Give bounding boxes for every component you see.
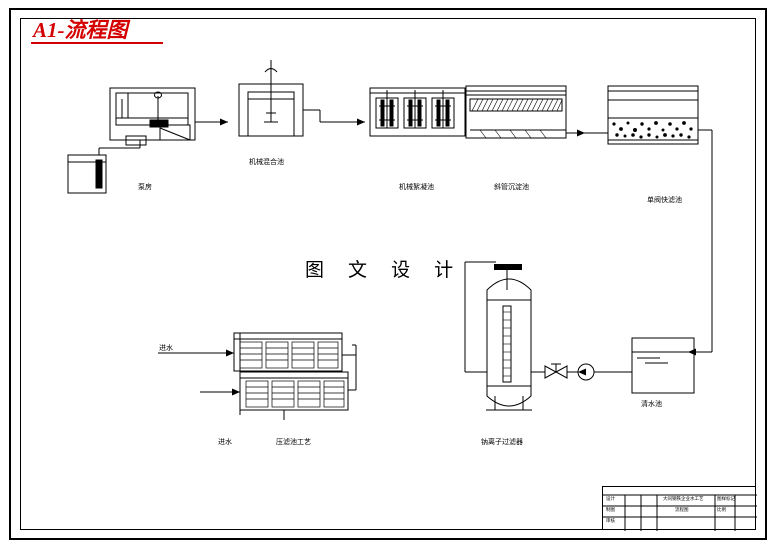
tb-mark-label: 图样标记 [717,497,735,502]
label-pump-station: 泵房 [138,183,152,191]
label-mech-floc: 机械絮凝池 [399,183,434,191]
page-title-underline [31,42,163,44]
tb-project-name: 大同钢铁企业水工艺 [663,497,704,502]
drawing-frame-inner [20,18,756,530]
tb-r0-c1: 设计 [606,497,615,502]
label-activated-carbon: 钠离子过滤器 [481,438,523,446]
tb-drawing-name: 流程图 [675,508,689,513]
page-title: A1-流程图 [33,18,128,42]
title-block: 设计 制图 审核 大同钢铁企业水工艺 流程图 图样标记 比例 [602,486,757,531]
watermark-text: 图 文 设 计 [305,259,463,281]
label-grit-chamber: 机械混合池 [249,158,284,166]
label-clearwell: 清水池 [641,400,662,408]
label-inlet-top: 进水 [159,344,173,352]
tb-scale-label: 比例 [717,508,726,513]
label-press-filter: 压滤池工艺 [276,438,311,446]
tb-r2-c1: 审核 [606,519,615,524]
label-tube-settler: 斜管沉淀池 [494,183,529,191]
label-filter: 单阀快滤池 [647,196,682,204]
drawing-frame-outer [9,8,767,540]
label-inlet-bottom: 进水 [218,438,232,446]
tb-r1-c1: 制图 [606,508,615,513]
